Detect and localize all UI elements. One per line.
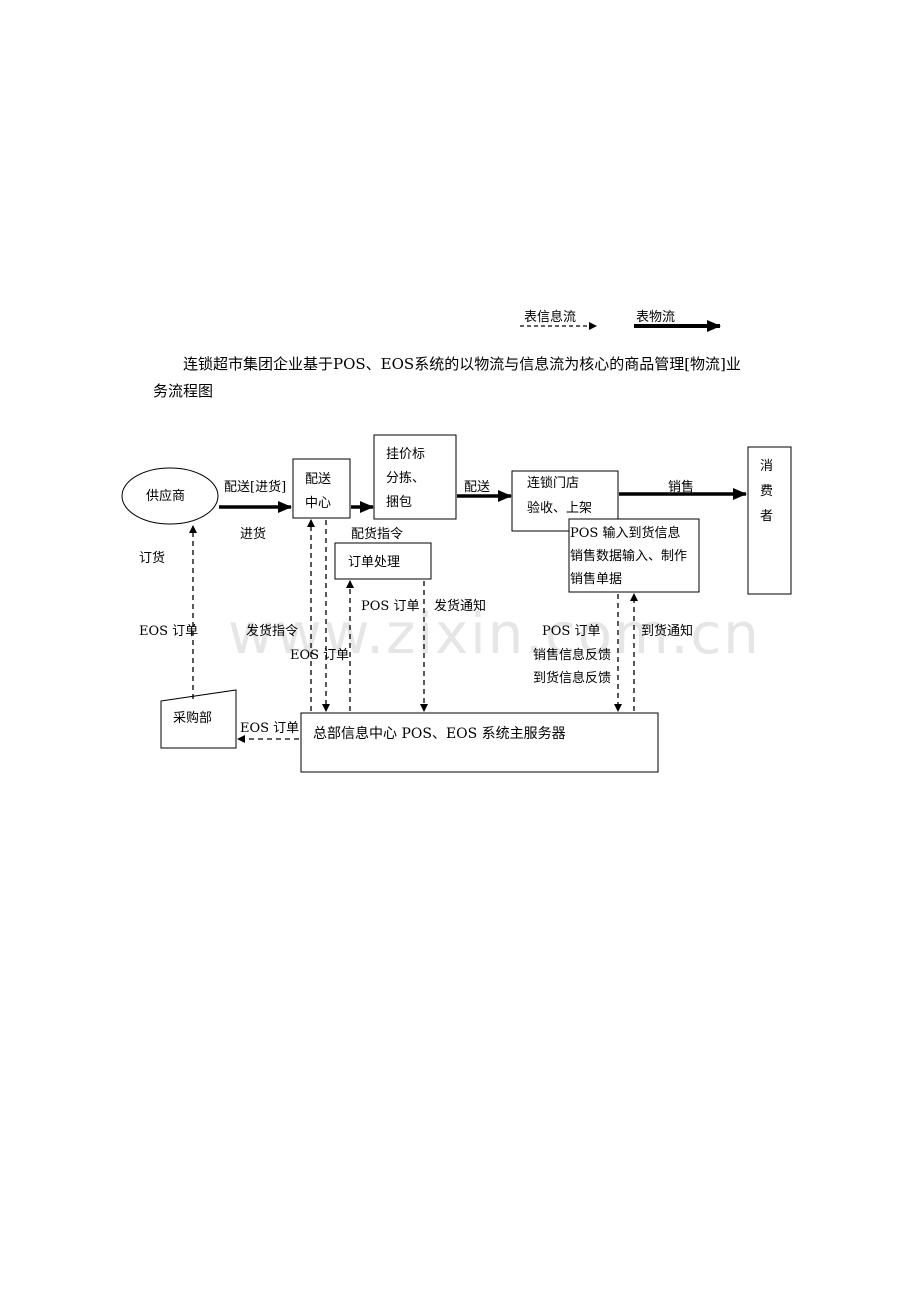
label-eos-order-mid: EOS 订单 [290,648,349,663]
label-shipping-notice: 发货通知 [434,598,486,614]
watermark: www.zixin.com.cn [228,602,761,667]
supplier-node [121,467,219,525]
legend-info-flow-label: 表信息流 [524,309,576,325]
label-pos-order-right: POS 订单 [542,624,600,639]
distribution-center-label-1: 配送 [305,472,331,487]
distribution-center-node [292,458,351,519]
legend-material-flow-label: 表物流 [636,310,675,325]
label-pos-order-mid: POS 订单 [361,599,419,614]
purchasing-node [160,689,237,749]
label-delivery-purchase: 配送[进货] [224,479,286,495]
pricing-sorting-node [373,434,457,520]
distribution-center-label-2: 中心 [305,496,331,511]
order-processing-label: 订单处理 [348,555,400,570]
label-arrival-feedback: 到货信息反馈 [533,670,611,686]
hq-server-label: 总部信息中心 POS、EOS 系统主服务器 [313,725,566,742]
purchasing-label: 采购部 [173,710,212,726]
supplier-label: 供应商 [146,488,185,504]
hq-server-node [300,712,659,773]
label-order-goods: 订货 [139,550,165,566]
consumer-label-2: 费 [760,484,773,499]
label-eos-order-left: EOS 订单 [139,624,198,639]
pricing-sorting-label-1: 挂价标 [386,447,425,462]
label-delivery: 配送 [464,480,490,495]
diagram-caption-line1: 连锁超市集团企业基于POS、EOS系统的以物流与信息流为核心的商品管理[物流]业 [183,355,741,373]
label-distribution-order: 配货指令 [351,526,403,542]
pricing-sorting-label-3: 捆包 [386,495,412,510]
pos-input-node [568,518,700,593]
chain-store-label-1: 连锁门店 [527,475,579,491]
label-eos-order-bottom: EOS 订单 [240,721,299,736]
consumer-node [747,446,792,595]
pos-input-label-2: 销售数据输入、制作 [570,548,687,564]
label-sales-feedback: 销售信息反馈 [533,647,611,663]
pricing-sorting-label-2: 分拣、 [386,471,425,486]
label-arrival-notice: 到货通知 [641,623,693,639]
pos-input-label-3: 销售单据 [570,571,622,587]
chain-store-label-2: 验收、上架 [527,500,592,516]
label-purchase-in: 进货 [240,526,266,542]
diagram-caption-line2: 务流程图 [153,382,214,400]
label-shipping-order: 发货指令 [246,623,298,639]
order-processing-node [334,542,432,580]
pos-input-label-1: POS 输入到货信息 [570,525,680,541]
label-sales: 销售 [668,479,694,495]
consumer-label-3: 者 [760,509,773,524]
consumer-label-1: 消 [760,459,773,474]
